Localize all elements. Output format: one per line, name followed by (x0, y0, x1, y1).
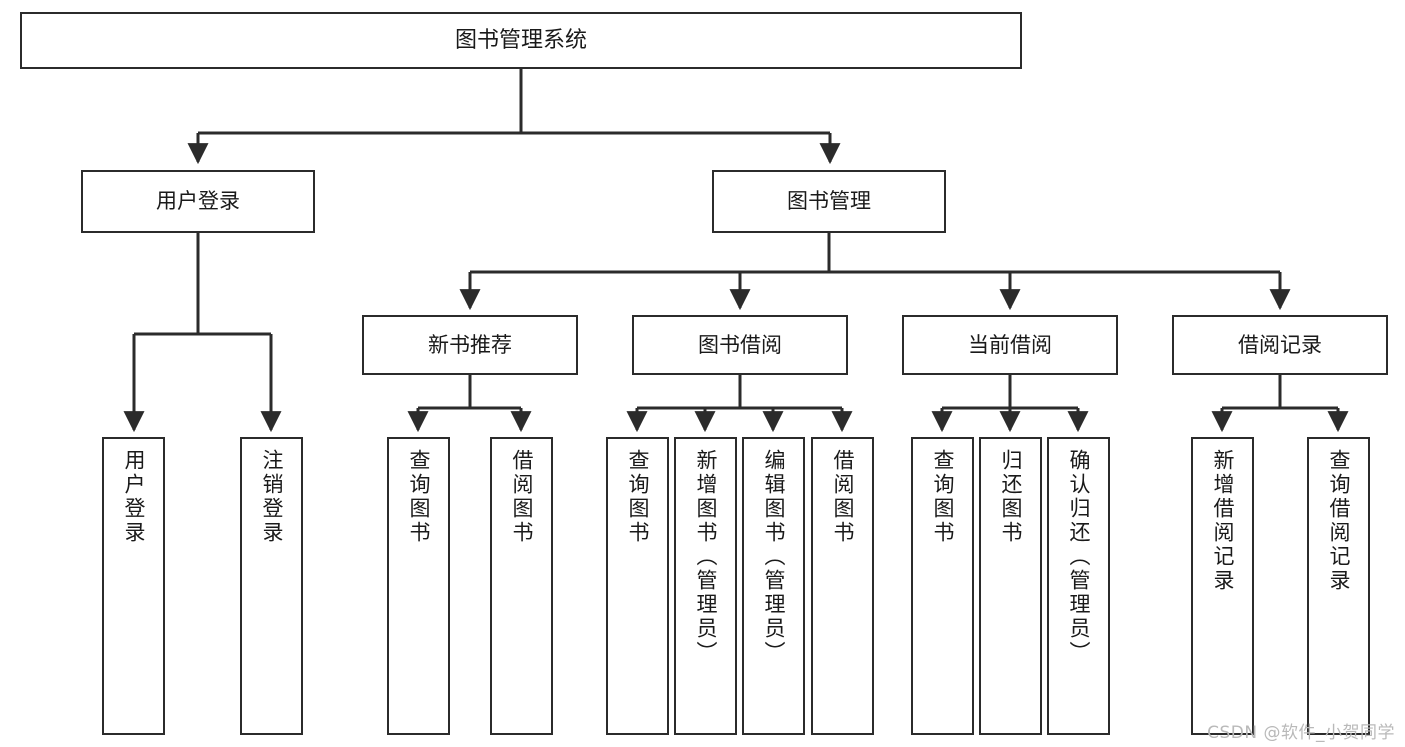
leaf-borrow-add-book-admin[interactable]: 新增图书（管理员） (674, 437, 737, 735)
leaf-new-book-borrow[interactable]: 借阅图书 (490, 437, 553, 735)
node-label: 查询借阅记录 (1327, 449, 1351, 593)
leaf-user-login-signin[interactable]: 用户登录 (102, 437, 165, 735)
node-label: 借阅图书 (831, 449, 855, 545)
node-label: 用户登录 (156, 189, 240, 214)
leaf-borrow-edit-book-admin[interactable]: 编辑图书（管理员） (742, 437, 805, 735)
node-label: 借阅记录 (1238, 332, 1322, 357)
node-label: 新书推荐 (428, 332, 512, 357)
node-new-book-recommend[interactable]: 新书推荐 (362, 315, 578, 375)
node-label: 用户登录 (122, 449, 146, 545)
node-label: 归还图书 (999, 449, 1023, 545)
node-current-borrow[interactable]: 当前借阅 (902, 315, 1118, 375)
node-label: 确认归还（管理员） (1067, 449, 1091, 665)
node-book-borrow[interactable]: 图书借阅 (632, 315, 848, 375)
leaf-borrow-borrow-book[interactable]: 借阅图书 (811, 437, 874, 735)
node-label: 当前借阅 (968, 332, 1052, 357)
node-label: 新增图书（管理员） (694, 449, 718, 665)
leaf-records-query-record[interactable]: 查询借阅记录 (1307, 437, 1370, 735)
leaf-current-confirm-return-admin[interactable]: 确认归还（管理员） (1047, 437, 1110, 735)
node-label: 编辑图书（管理员） (762, 449, 786, 665)
node-label: 图书管理系统 (454, 27, 587, 53)
node-label: 图书借阅 (698, 332, 782, 357)
leaf-user-login-signout[interactable]: 注销登录 (240, 437, 303, 735)
node-book-management[interactable]: 图书管理 (712, 170, 946, 233)
node-label: 注销登录 (260, 449, 284, 545)
leaf-records-add-record[interactable]: 新增借阅记录 (1191, 437, 1254, 735)
node-user-login[interactable]: 用户登录 (81, 170, 315, 233)
node-borrow-records[interactable]: 借阅记录 (1172, 315, 1388, 375)
node-label: 查询图书 (407, 449, 431, 545)
node-label: 图书管理 (787, 189, 871, 214)
leaf-current-return-book[interactable]: 归还图书 (979, 437, 1042, 735)
node-label: 新增借阅记录 (1211, 449, 1235, 593)
node-label: 借阅图书 (510, 449, 534, 545)
leaf-new-book-query[interactable]: 查询图书 (387, 437, 450, 735)
node-label: 查询图书 (626, 449, 650, 545)
leaf-current-query-book[interactable]: 查询图书 (911, 437, 974, 735)
node-label: 查询图书 (931, 449, 955, 545)
node-root-library-management-system[interactable]: 图书管理系统 (20, 12, 1022, 69)
leaf-borrow-query-book[interactable]: 查询图书 (606, 437, 669, 735)
